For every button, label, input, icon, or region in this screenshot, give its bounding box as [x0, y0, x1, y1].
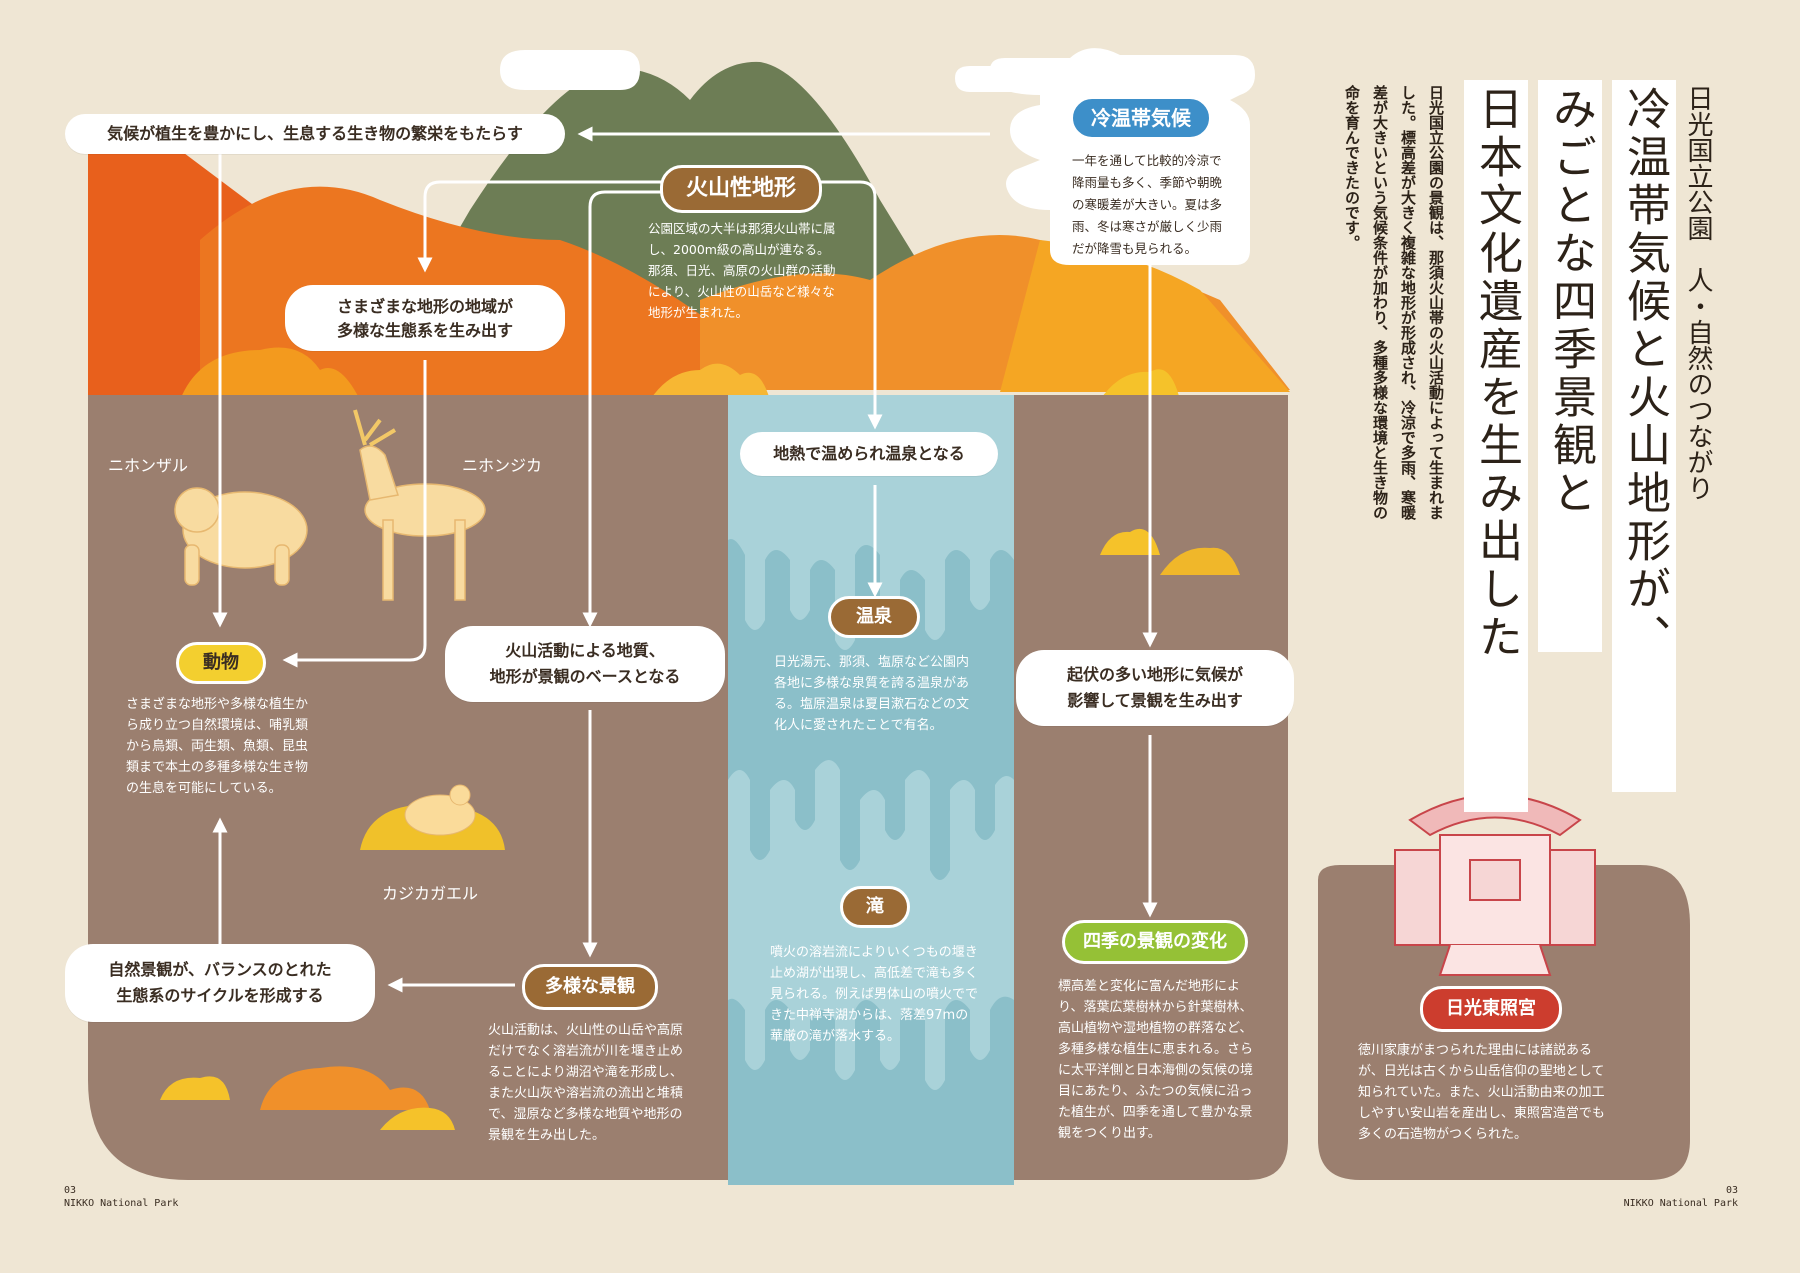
seasons-tag: 四季の景観の変化 — [1062, 920, 1248, 964]
onsen-tag: 温泉 — [828, 596, 920, 638]
bush-2 — [650, 363, 770, 400]
footer-right-page: 03 — [1725, 1185, 1738, 1196]
onsen-text: 日光湯元、那須、塩原など公園内各地に多様な泉質を誇る温泉がある。塩原温泉は夏目漱… — [774, 655, 970, 733]
right-yellow-slope — [1000, 240, 1290, 392]
ground-bush-left-2 — [260, 1066, 430, 1110]
frog-label: カジカガエル — [382, 884, 479, 903]
bush-1 — [180, 347, 360, 400]
ground-bush-left-3 — [380, 1107, 455, 1130]
climate-text: 一年を通して比較的冷涼で降雨量も多く、季節や朝晩の寒暖差が大きい。夏は多雨、冬は… — [1072, 153, 1223, 256]
flow-relief-climate: 起伏の多い地形に気候が 影響して景観を生み出す — [1016, 650, 1294, 726]
footer-left-name: NIKKO National Park — [64, 1198, 179, 1209]
footer-left-page: 03 — [64, 1185, 77, 1196]
animals-text: さまざまな地形や多様な植生から成り立つ自然環境は、哺乳類から鳥類、両生類、魚類、… — [126, 697, 309, 796]
landscape-text: 火山活動は、火山性の山岳や高原だけでなく溶岩流が川を堰き止めることにより湖沼や滝… — [488, 1023, 684, 1143]
flow-terrain-diversity: さまざまな地形の地域が 多様な生態系を生み出す — [285, 285, 565, 351]
title-line-3: 日本文化遺産を生み出した — [1464, 80, 1528, 812]
landscape-tag: 多様な景観 — [522, 964, 658, 1010]
deer-label: ニホンジカ — [462, 456, 543, 475]
animals-tag: 動物 — [176, 642, 266, 684]
cloud-top-left — [500, 50, 640, 90]
monkey-label: ニホンザル — [108, 456, 189, 475]
bush-3 — [1100, 369, 1180, 400]
toshogu-tag: 日光東照宮 — [1420, 986, 1562, 1032]
title-line-1: 冷温帯気候と火山地形が、 — [1612, 80, 1676, 792]
footer-left: 03 NIKKO National Park — [64, 1184, 178, 1210]
frog-illustration — [360, 784, 505, 850]
volcano-tag: 火山性地形 — [660, 165, 822, 213]
flow-climate-to-plants: 気候が植生を豊かにし、生息する生き物の繁栄をもたらす — [65, 114, 565, 154]
footer-right: 03 NIKKO National Park — [1622, 1184, 1738, 1210]
seasons-text: 標高差と変化に富んだ地形により、落葉広葉樹林から針葉樹林、高山植物や湿地植物の群… — [1058, 979, 1254, 1141]
ground-bush-yellow-1 — [1100, 528, 1160, 555]
flow-arrows — [212, 126, 1158, 993]
flow-volcanic-base: 火山活動による地質、 地形が景観のベースとなる — [445, 626, 725, 702]
title-line-2: みごとな四季景観と — [1538, 80, 1602, 652]
flow-cycle: 自然景観が、バランスのとれた 生態系のサイクルを形成する — [65, 944, 375, 1022]
monkey-illustration — [174, 487, 308, 586]
ground-bush-left-1 — [160, 1076, 230, 1100]
footer-right-name: NIKKO National Park — [1623, 1198, 1738, 1209]
waterfall-text: 噴火の溶岩流によりいくつもの堰き止め湖が出現し、高低差で滝も多く見られる。例えば… — [770, 945, 979, 1044]
series-label: 日光国立公園 人・自然のつながり — [1683, 85, 1713, 501]
waterfall-tag: 滝 — [840, 886, 910, 928]
volcano-text: 公園区域の大半は那須火山帯に属し、2000m級の高山が連なる。那須、日光、高原の… — [648, 221, 836, 320]
cloud-small — [955, 66, 1055, 92]
intro-text: 日光国立公園の景観は、那須火山帯の火山活動によって生まれました。標高差が大きく複… — [1343, 85, 1445, 520]
climate-tag: 冷温帯気候 — [1070, 96, 1212, 140]
toshogu-text: 徳川家康がまつられた理由には諸説あるが、日光は古くから山岳信仰の聖地として知られ… — [1358, 1043, 1605, 1142]
flow-geothermal: 地熱で温められ温泉となる — [740, 432, 998, 476]
toshogu-shrine-illustration — [1394, 779, 1596, 976]
ground-bush-yellow-2 — [1160, 547, 1240, 575]
